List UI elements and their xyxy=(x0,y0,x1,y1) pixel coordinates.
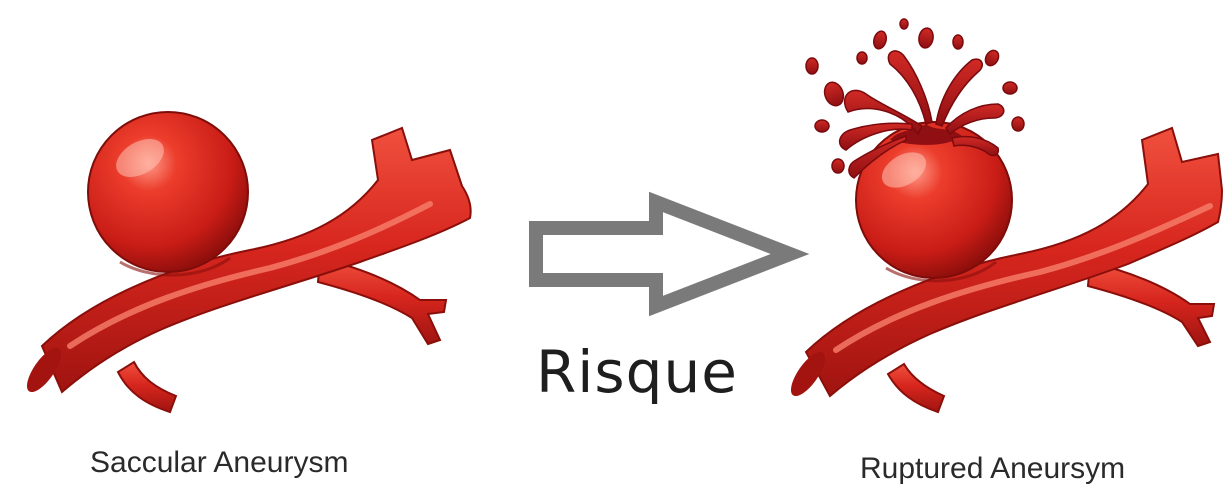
saccular-aneurysm-caption: Saccular Aneurysm xyxy=(90,446,348,480)
ruptured-aneurysm-caption: Ruptured Aneursym xyxy=(860,452,1125,486)
ruptured-aneurysm-illustration xyxy=(785,19,1222,412)
artery-branch-lower xyxy=(118,362,176,412)
saccular-aneurysm-illustration xyxy=(21,112,471,412)
main-artery xyxy=(21,128,471,397)
artery-branch-right-right xyxy=(1088,262,1214,346)
artery-branch-right xyxy=(318,258,446,344)
risk-label: Risque xyxy=(536,338,738,406)
aneurysm-sac xyxy=(88,112,248,275)
artery-branch-lower-right xyxy=(888,364,944,412)
outlined-right-arrow-icon xyxy=(536,202,790,306)
